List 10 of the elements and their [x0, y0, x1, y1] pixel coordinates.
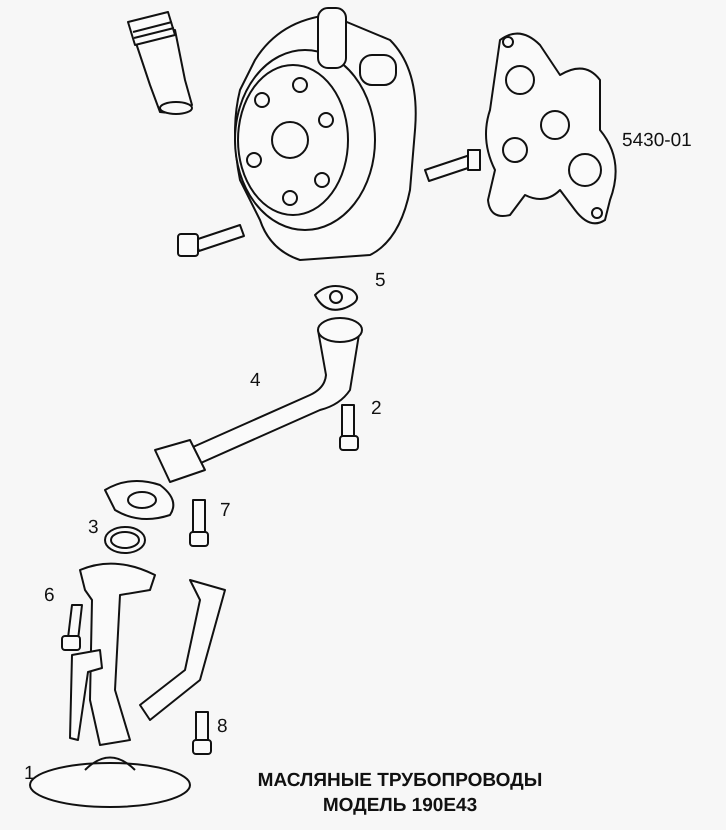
callout-number: 5 [375, 270, 386, 292]
callout-number: 8 [217, 716, 228, 738]
callout-number: 1 [24, 763, 35, 785]
figure-number: 5430-01 [622, 130, 692, 152]
title: МАСЛЯНЫЕ ТРУБОПРОВОДЫ МОДЕЛЬ 190E43 [256, 769, 544, 818]
callout-number: 4 [250, 370, 261, 392]
callout-number: 7 [220, 500, 231, 522]
callout-number: 3 [88, 517, 99, 539]
callout-number: 6 [44, 585, 55, 607]
callout-number: 2 [371, 398, 382, 420]
